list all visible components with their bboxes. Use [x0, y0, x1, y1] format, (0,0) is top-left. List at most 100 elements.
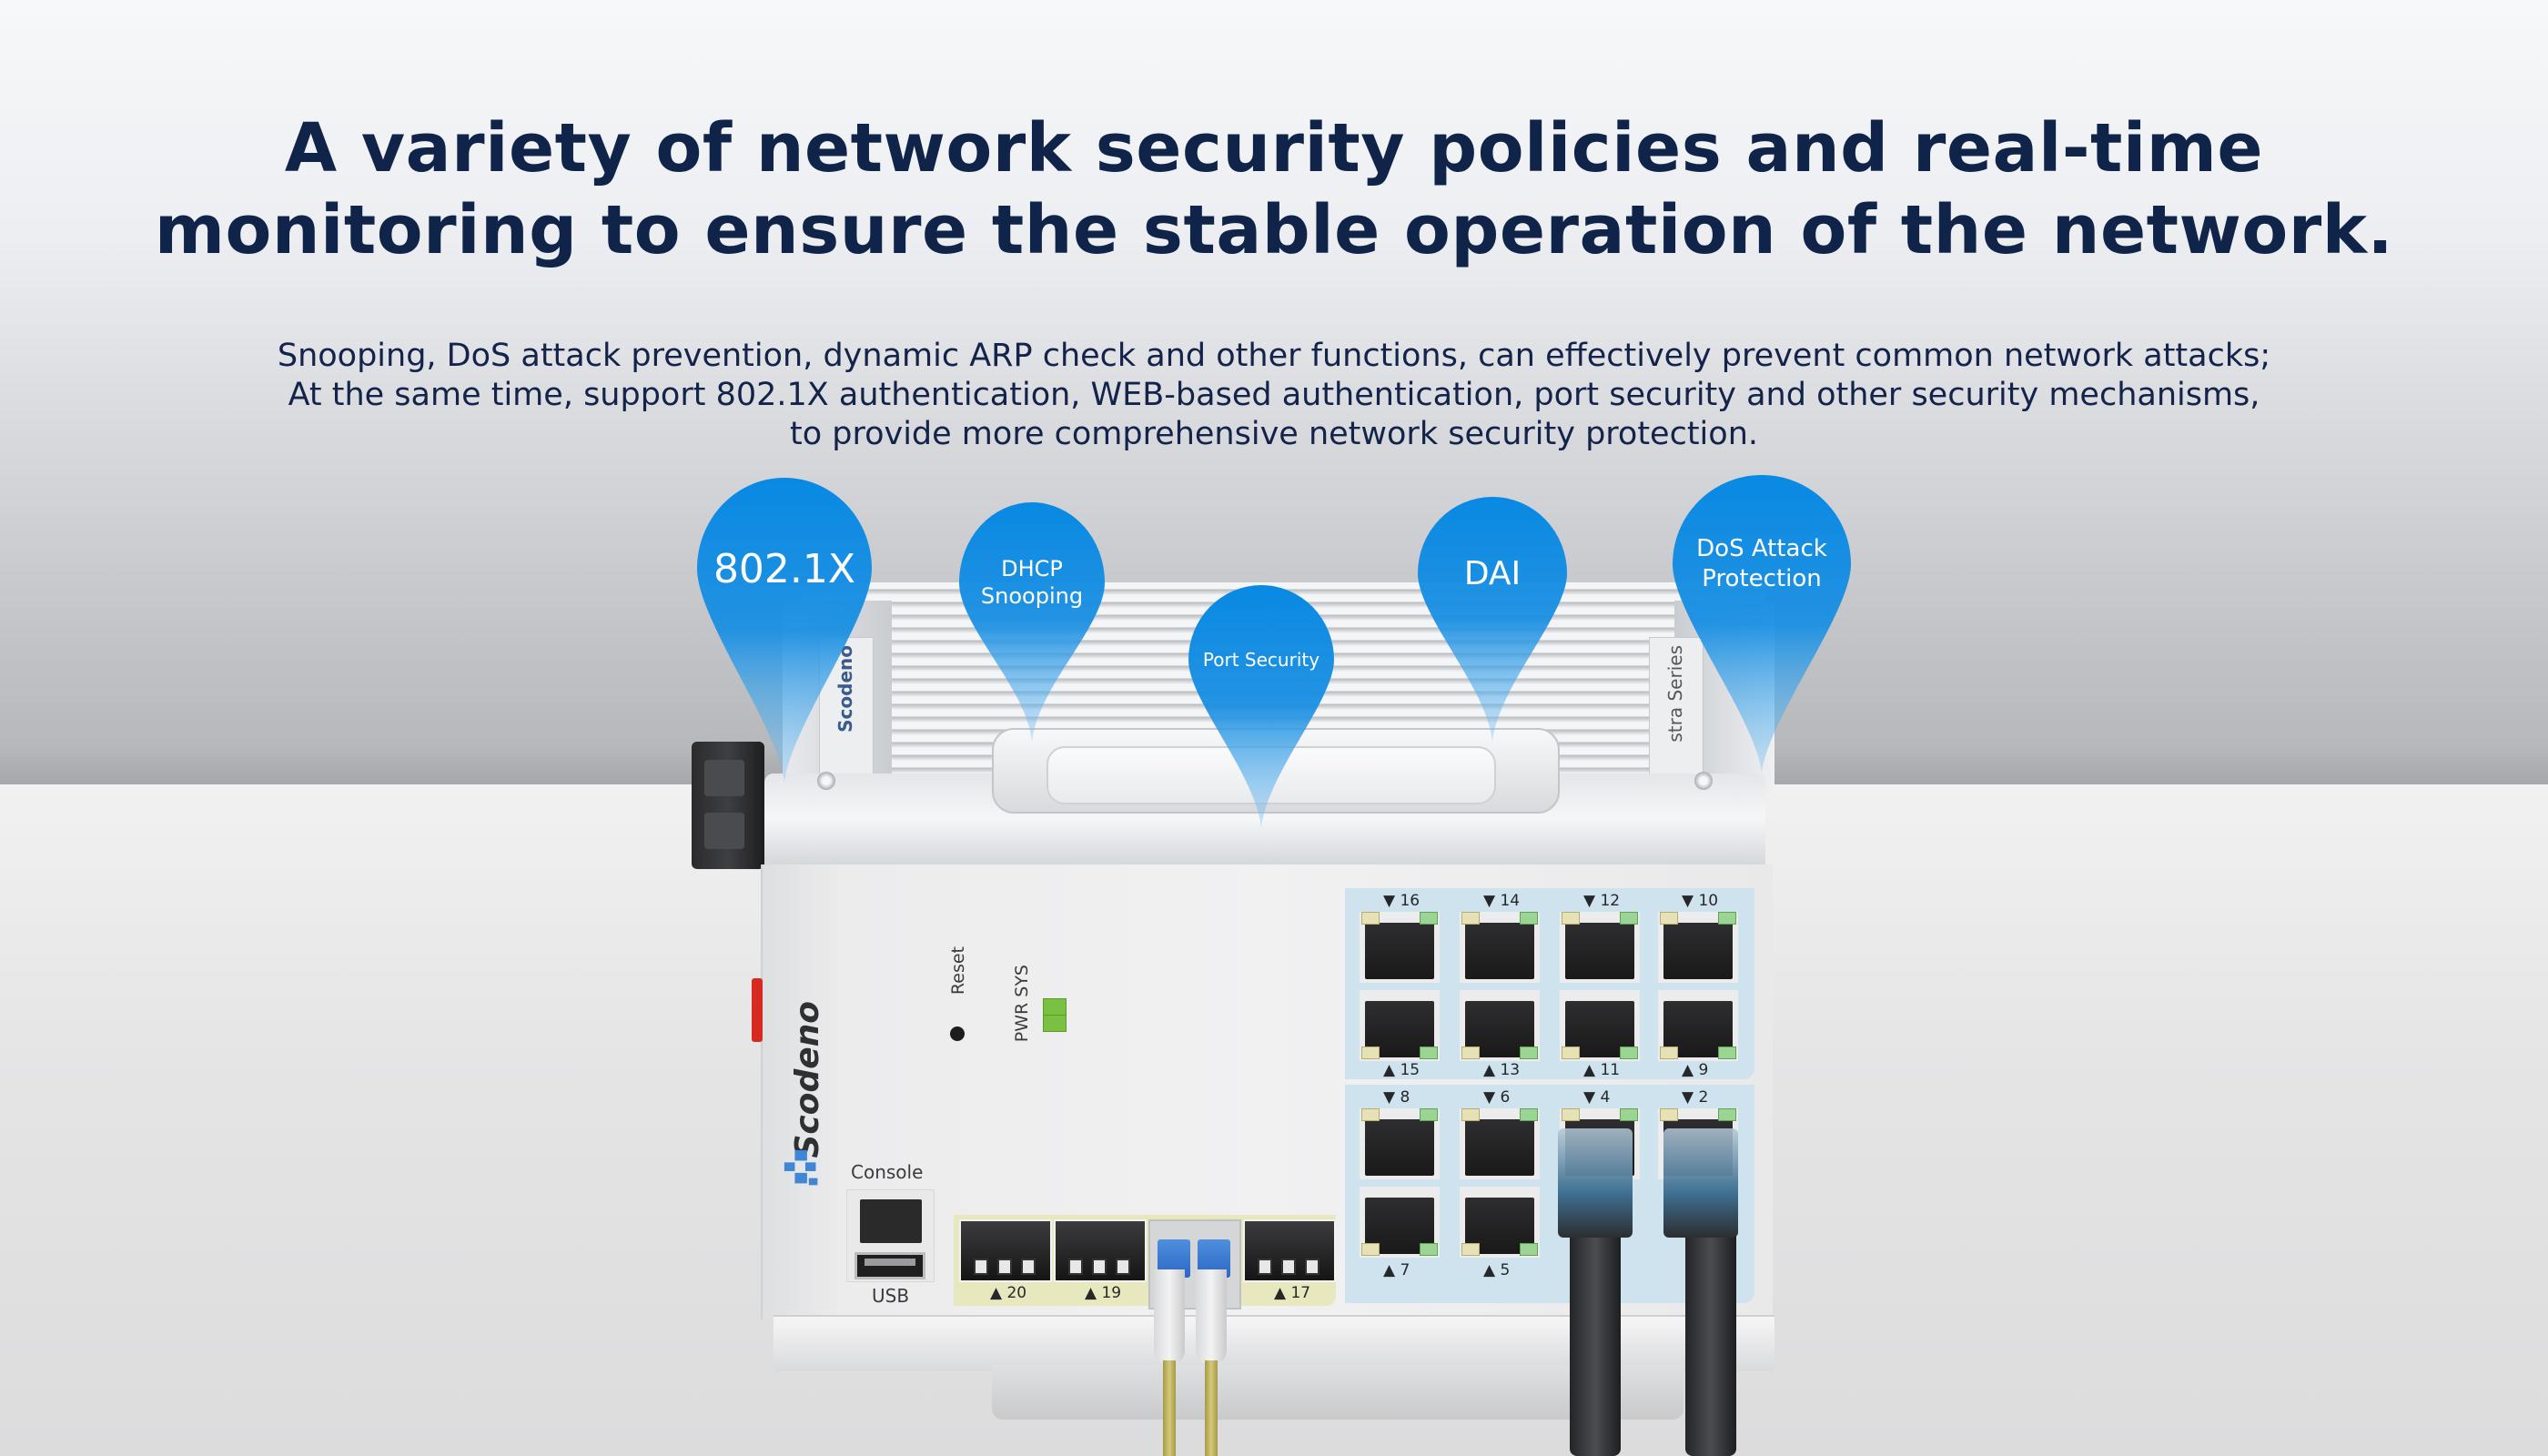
callout-label-3: Port Security: [1188, 649, 1334, 672]
rj45-port-14[interactable]: [1460, 912, 1540, 983]
callout-line-1: Port Security: [1202, 648, 1320, 671]
sfp-port-20[interactable]: [959, 1219, 1052, 1282]
sfp-port-bank: ▲ 20 ▲ 19 ▲ 17: [954, 1215, 1336, 1306]
act-led-icon: [1718, 1108, 1736, 1121]
link-led-icon: [1660, 1108, 1678, 1121]
link-led-icon: [1562, 1108, 1580, 1121]
callout-label-4: DAI: [1418, 553, 1567, 594]
callout-line-2: Snooping: [980, 583, 1084, 609]
port-number: 9: [1698, 1061, 1709, 1079]
port-arrow-icon: ▼: [1483, 1088, 1501, 1107]
act-led-icon: [1520, 1108, 1538, 1121]
rj45-port-13[interactable]: [1460, 990, 1540, 1061]
port-number: 2: [1698, 1088, 1709, 1107]
rj45-jack-icon: [1365, 923, 1434, 979]
act-led-icon: [1718, 1046, 1736, 1059]
link-led-icon: [1461, 1108, 1480, 1121]
port-number: 4: [1600, 1088, 1611, 1107]
rj45-port-12[interactable]: [1560, 912, 1640, 983]
port-arrow-icon: ▼: [1682, 892, 1699, 910]
console-port[interactable]: [846, 1189, 935, 1282]
port-arrow-icon: ▼: [1383, 1088, 1400, 1107]
link-led-icon: [1660, 1046, 1678, 1059]
port-arrow-icon: ▲: [1383, 1261, 1400, 1279]
reset-button[interactable]: [950, 1026, 965, 1041]
act-led-icon: [1620, 1046, 1638, 1059]
rj45-port-8[interactable]: [1360, 1108, 1440, 1179]
rj45-port-10[interactable]: [1658, 912, 1738, 983]
rj45-jack-icon: [1365, 1119, 1434, 1176]
port-arrow-icon: ▼: [1682, 1088, 1699, 1107]
port-number: 16: [1400, 892, 1421, 910]
callout-pin-4: DAI: [1418, 496, 1567, 742]
brand-logo-icon: [784, 1149, 818, 1186]
rj45-jack-icon: [1663, 923, 1733, 979]
rj45-port-16[interactable]: [1360, 912, 1440, 983]
sfp-label-17: ▲ 17: [1274, 1284, 1311, 1302]
act-led-icon: [1420, 1108, 1438, 1121]
port-number: 7: [1400, 1261, 1410, 1279]
port-label-15: ▲ 15: [1383, 1061, 1420, 1079]
port-arrow-icon: ▼: [1383, 892, 1400, 910]
fiber-boot: [1196, 1269, 1227, 1365]
callout-line-1: DoS Attack: [1696, 535, 1827, 562]
port-label-9: ▲ 9: [1682, 1061, 1708, 1079]
subtitle-line-2: At the same time, support 802.1X authent…: [288, 377, 2260, 413]
sfp-port-19[interactable]: [1054, 1219, 1147, 1282]
subtitle-line-1: Snooping, DoS attack prevention, dynamic…: [277, 338, 2271, 374]
port-arrow-icon: ▲: [1682, 1061, 1699, 1079]
act-led-icon: [1420, 912, 1438, 925]
port-label-4: ▼ 4: [1583, 1088, 1610, 1107]
callout-line-2: Protection: [1702, 565, 1822, 592]
series-strip: stra Series: [1649, 637, 1704, 784]
rj45-port-5[interactable]: [1460, 1187, 1540, 1258]
callout-pin-shape: [697, 478, 872, 783]
link-led-icon: [1660, 912, 1678, 925]
callout-line-1: DHCP: [1001, 556, 1063, 581]
port-label-7: ▲ 7: [1383, 1261, 1410, 1279]
reset-label: Reset: [948, 946, 968, 996]
link-led-icon: [1461, 1243, 1480, 1256]
port-number: 12: [1600, 892, 1621, 910]
port-label-8: ▼ 8: [1383, 1088, 1410, 1107]
callout-line-1: 802.1X: [713, 545, 856, 592]
act-led-icon: [1620, 912, 1638, 925]
map-pin-icon: [1673, 475, 1851, 774]
act-led-icon: [1718, 912, 1736, 925]
pwr-led-icon: [1043, 998, 1067, 1016]
port-arrow-icon: ▼: [1483, 892, 1501, 910]
usb-port[interactable]: [854, 1252, 925, 1279]
port-label-6: ▼ 6: [1483, 1088, 1510, 1107]
port-label-12: ▼ 12: [1583, 892, 1620, 910]
link-led-icon: [1361, 912, 1380, 925]
link-led-icon: [1562, 912, 1580, 925]
link-led-icon: [1361, 1243, 1380, 1256]
link-led-icon: [1361, 1046, 1380, 1059]
screw-icon: [817, 772, 835, 790]
act-led-icon: [1520, 912, 1538, 925]
port-number: 10: [1698, 892, 1719, 910]
sfp-label-19: ▲ 19: [1085, 1284, 1122, 1302]
link-led-icon: [1562, 1046, 1580, 1059]
fiber-cable: [1163, 1360, 1176, 1456]
headline: A variety of network security policies a…: [0, 107, 2548, 271]
map-pin-icon: [697, 478, 872, 783]
port-number: 5: [1500, 1261, 1511, 1279]
sfp-port-17[interactable]: [1243, 1219, 1336, 1282]
fiber-boot: [1154, 1269, 1185, 1365]
rj45-port-11[interactable]: [1560, 990, 1640, 1061]
link-led-icon: [1461, 912, 1480, 925]
map-pin-icon: [1418, 496, 1567, 742]
rj45-port-15[interactable]: [1360, 990, 1440, 1061]
subtitle-line-3: to provide more comprehensive network se…: [789, 416, 1758, 452]
sys-led-icon: [1043, 1015, 1067, 1032]
rj45-port-9[interactable]: [1658, 990, 1738, 1061]
rj45-port-6[interactable]: [1460, 1108, 1540, 1179]
port-arrow-icon: ▼: [1583, 892, 1601, 910]
port-number: 15: [1400, 1061, 1421, 1079]
link-led-icon: [1361, 1108, 1380, 1121]
ethernet-cable: [1685, 1210, 1736, 1456]
rj45-port-7[interactable]: [1360, 1187, 1440, 1258]
